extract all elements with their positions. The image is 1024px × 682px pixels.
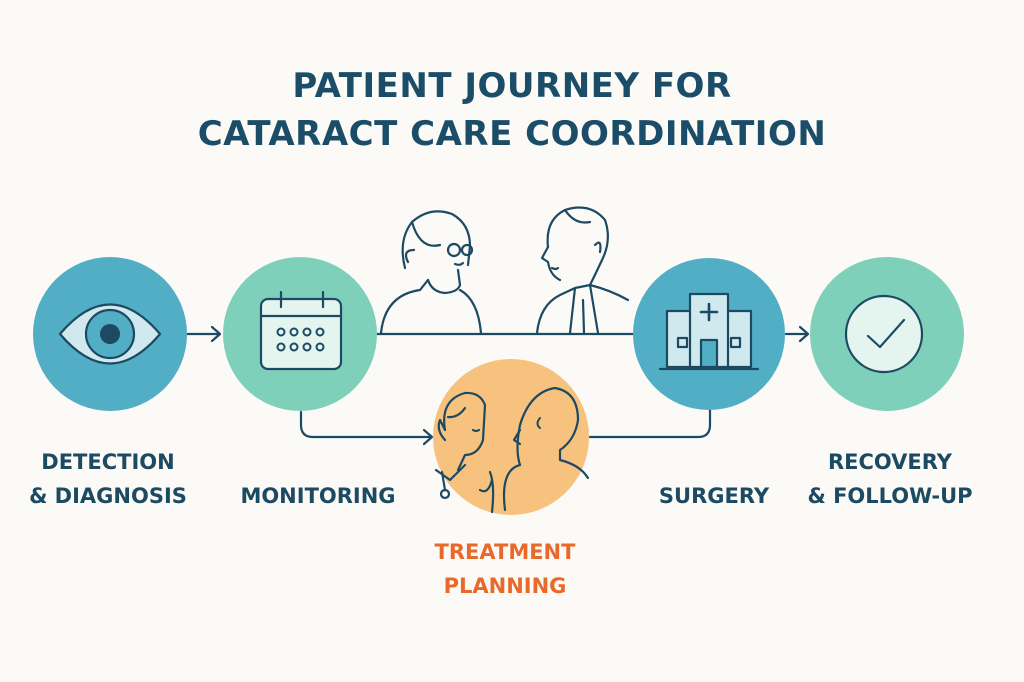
line-treatment-surgery [588,408,712,439]
arrow-monitoring-treatment [299,410,434,446]
hospital-icon [658,292,760,371]
label-monitoring: MONITORING [220,479,416,513]
label-recovery-line2: & FOLLOW-UP [807,484,973,508]
label-monitoring-line1: MONITORING [240,484,396,508]
eye-icon [58,303,162,365]
doctor-patient-icon [434,386,590,514]
label-detection: DETECTION & DIAGNOSIS [10,445,206,513]
label-detection-line2: & DIAGNOSIS [29,484,187,508]
woman-with-glasses-icon [379,210,483,335]
calendar-icon [259,290,343,371]
label-recovery-line1: RECOVERY [827,450,953,474]
checkmark-icon [844,294,924,374]
title-line-1: PATIENT JOURNEY FOR [292,66,732,106]
arrow-surgery-recovery [784,325,810,343]
connectors [185,325,810,446]
arrow-detection-monitoring [185,325,222,343]
label-treatment: TREATMENT PLANNING [407,535,603,603]
label-treatment-line2: PLANNING [443,574,567,598]
treatment-circle [433,359,589,515]
label-recovery: RECOVERY & FOLLOW-UP [792,445,988,513]
title-line-2: CATARACT CARE COORDINATION [197,114,827,154]
label-surgery: SURGERY [616,479,812,513]
label-surgery-line1: SURGERY [658,484,770,508]
label-detection-line1: DETECTION [41,450,175,474]
label-treatment-line1: TREATMENT [434,540,576,564]
doctor-man-icon [535,206,630,335]
